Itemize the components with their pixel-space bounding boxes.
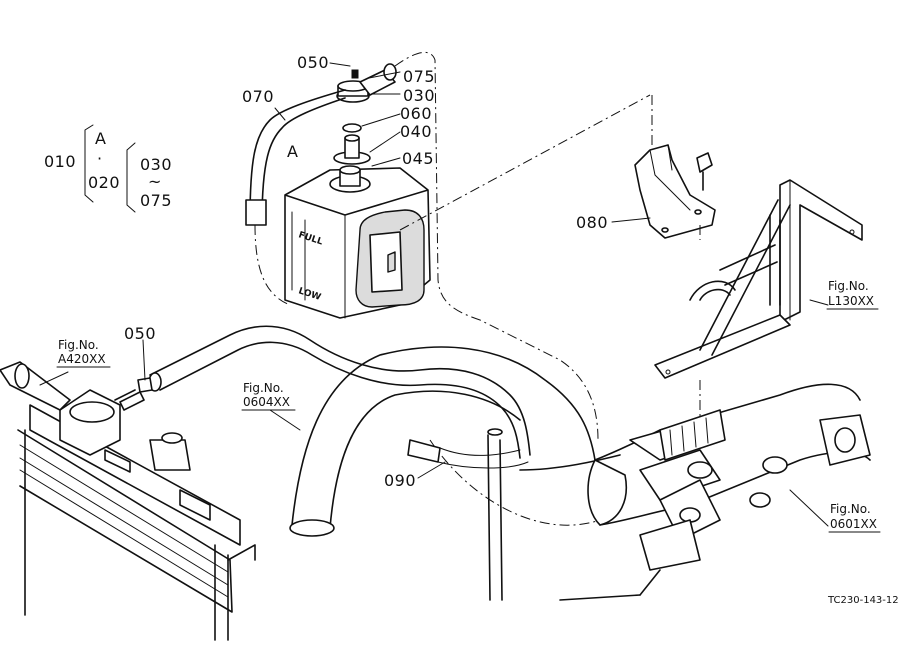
fig-code: A420XX [58,352,106,366]
leader-lines [39,62,829,527]
figure-ref-a420: Fig.No. A420XX [56,338,111,368]
manifold [559,383,871,601]
callout-060: 060 [400,104,432,123]
figure-ref-l130: Fig.No. L130XX [826,279,879,310]
fig-label: Fig.No. [243,381,284,395]
callout-050-left: 050 [124,324,156,343]
callout-070: 070 [242,87,274,106]
set-020: 020 [88,173,120,192]
figure-ref-0601: Fig.No. 0601XX [828,502,881,533]
callout-080: 080 [576,213,608,232]
support-frame [654,179,863,420]
callout-090: 090 [384,471,416,490]
set-dot: · [97,149,103,168]
set-075: 075 [140,191,172,210]
drawing-code: TC230-143-12 [827,595,899,606]
callout-040: 040 [400,122,432,141]
bracket [634,95,716,240]
callout-075: 075 [403,67,435,86]
fig-code: 0604XX [243,395,290,409]
long-hose [137,325,531,601]
set-group-brackets [84,124,136,213]
fig-code: L130XX [828,294,874,308]
callouts: 050 075 030 060 040 045 070 A 080 090 05… [124,53,608,490]
set-mark-a: A [95,129,106,148]
set-tilde: ~ [148,172,162,191]
callout-045: 045 [402,149,434,168]
water-outlet-pipe [289,346,621,537]
fig-label: Fig.No. [828,279,869,293]
callout-030: 030 [403,86,435,105]
radiator [0,361,256,641]
set-010: 010 [44,152,76,171]
fig-label: Fig.No. [830,502,871,516]
fig-code: 0601XX [830,517,877,531]
figure-ref-0604: Fig.No. 0604XX [241,381,296,411]
overflow-hose [245,51,599,441]
set-030: 030 [140,155,172,174]
reserve-tank [284,165,431,319]
fig-label: Fig.No. [58,338,99,352]
tank-mark-a: A [287,142,298,161]
cap-assembly [333,80,371,165]
set-group: 010 A · 020 030 ~ 075 [44,129,172,210]
callout-050-top: 050 [297,53,329,72]
